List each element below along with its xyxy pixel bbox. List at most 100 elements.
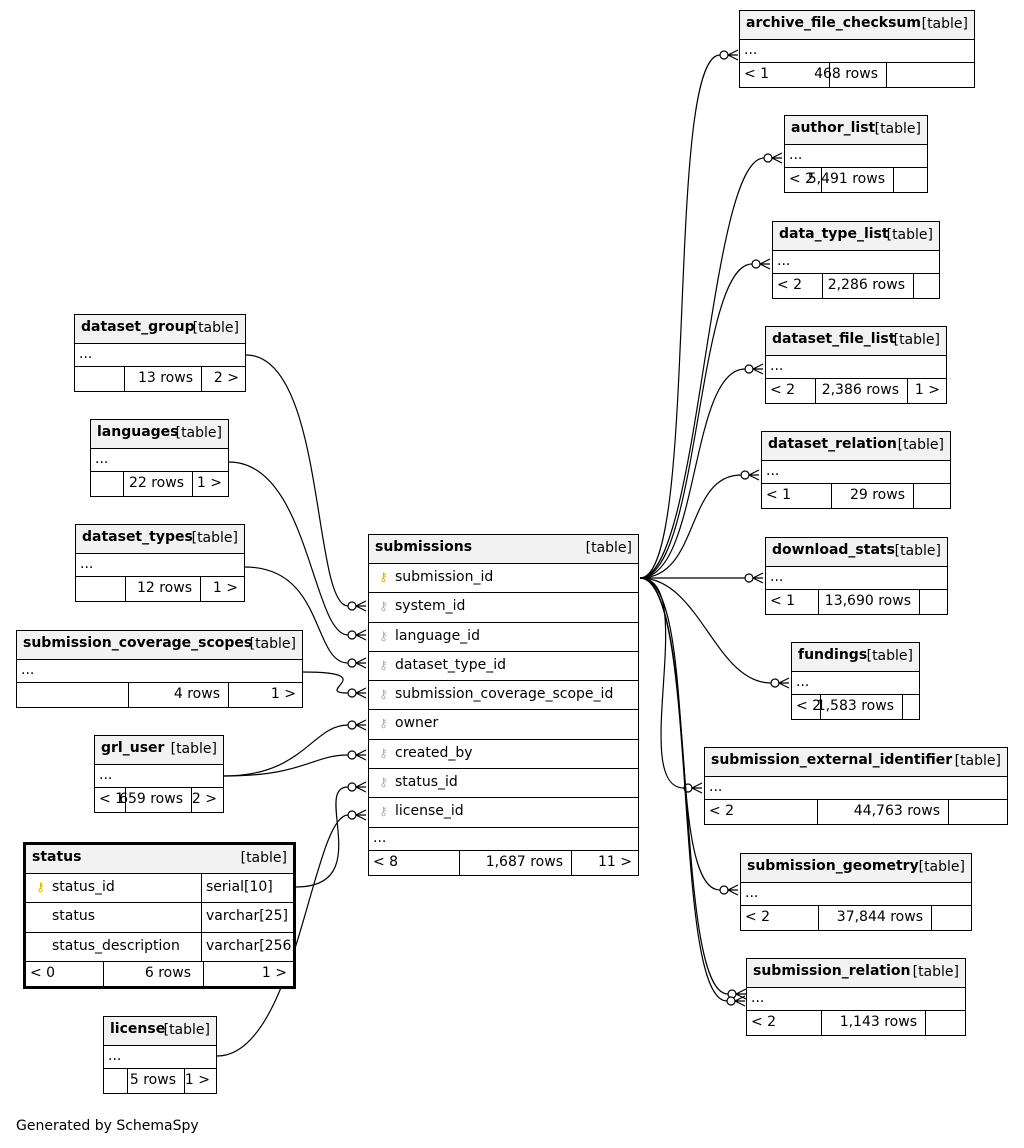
- divider: [913, 484, 914, 508]
- table-header: author_list[table]: [785, 116, 927, 145]
- parent-count: < 2: [751, 1014, 777, 1030]
- column-name: language_id: [395, 627, 480, 644]
- divider: [200, 577, 201, 601]
- edge-submission-geometry-many-marker: [727, 884, 739, 896]
- column-name: status_id: [52, 879, 115, 895]
- table-header: grl_user[table]: [95, 736, 223, 765]
- table-kind-label: [table]: [918, 859, 965, 875]
- child-count: 2 >: [213, 370, 239, 386]
- columns-ellipsis: ...: [766, 356, 946, 379]
- row-count: 2,386 rows: [821, 382, 899, 398]
- edge-license-many-marker: [355, 809, 367, 821]
- row-count: 44,763 rows: [853, 803, 940, 819]
- divider: [818, 590, 819, 614]
- edge-submission-relation-2-optional-marker: [726, 996, 736, 1006]
- ellipsis-text: ...: [744, 42, 758, 58]
- edge-dataset-file-list-optional-marker: [744, 364, 754, 374]
- columns-ellipsis: ...: [785, 145, 927, 168]
- ellipsis-text: ...: [770, 358, 784, 374]
- foreign-key-icon: ⚷: [379, 599, 388, 614]
- column-row[interactable]: ⚷license_id: [369, 798, 638, 828]
- table-kind-label: [table]: [897, 437, 944, 453]
- column-row[interactable]: ⚷owner: [369, 710, 638, 740]
- columns-ellipsis: ...: [740, 40, 974, 63]
- foreign-key-icon: ⚷: [379, 775, 388, 790]
- row-count: 2,286 rows: [827, 277, 905, 293]
- ellipsis-text: ...: [796, 674, 810, 690]
- divider: [203, 961, 204, 986]
- edge-submission-coverage-scopes-optional-marker: [347, 688, 357, 698]
- columns-ellipsis: ...: [762, 461, 950, 484]
- edge-download-stats-optional-marker: [744, 573, 754, 583]
- divider: [831, 484, 832, 508]
- column-name: system_id: [395, 598, 466, 615]
- columns-ellipsis: ...: [369, 828, 638, 851]
- table-submission-coverage-scopes[interactable]: submission_coverage_scopes[table]...4 ro…: [16, 630, 303, 708]
- column-row[interactable]: ⚷submission_id: [369, 564, 638, 594]
- table-submission-external-identifier[interactable]: submission_external_identifier[table]...…: [704, 747, 1008, 825]
- column-row[interactable]: ⚷language_id: [369, 623, 638, 652]
- column-row[interactable]: ⚷submission_coverage_scope_id: [369, 681, 638, 711]
- edge-author-list-many-marker: [771, 152, 783, 164]
- edge-submissions-to-archive-file-checksum: [639, 54, 721, 579]
- parent-count: < 2: [777, 277, 803, 293]
- divider: [127, 1069, 128, 1093]
- column-type: varchar[256]: [206, 937, 297, 954]
- edge-submission-relation-many-marker: [735, 988, 747, 1000]
- child-count: 2 >: [191, 791, 217, 807]
- row-count: 5,491 rows: [807, 171, 885, 187]
- divider: [829, 63, 830, 87]
- edge-submission-geometry-optional-marker: [719, 885, 729, 895]
- table-name: fundings: [798, 647, 868, 663]
- divider: [228, 683, 229, 707]
- divider: [201, 367, 202, 391]
- table-header: dataset_group[table]: [75, 315, 245, 344]
- table-name: submissions: [375, 539, 473, 555]
- edge-status-many-marker: [355, 781, 367, 793]
- divider: [201, 874, 202, 903]
- table-kind-label: [table]: [192, 320, 239, 336]
- table-submissions[interactable]: submissions[table]⚷submission_id⚷system_…: [368, 534, 639, 876]
- table-kind-label: [table]: [874, 121, 921, 137]
- divider: [192, 472, 193, 496]
- parent-count: < 2: [796, 698, 822, 714]
- table-header: archive_file_checksum[table]: [740, 11, 974, 40]
- divider: [184, 1069, 185, 1093]
- edge-archive-file-checksum-many-marker: [727, 49, 739, 61]
- ellipsis-text: ...: [108, 1048, 122, 1064]
- divider: [201, 903, 202, 932]
- column-row[interactable]: ⚷status_id: [369, 769, 638, 799]
- foreign-key-icon: ⚷: [379, 745, 388, 760]
- edge-grl-user-created-by-optional-marker: [347, 750, 357, 760]
- divider: [919, 590, 920, 614]
- parent-count: < 2: [745, 909, 771, 925]
- column-row[interactable]: ⚷ system_id: [369, 593, 638, 623]
- edge-dataset-group-many-marker: [355, 600, 367, 612]
- table-name: submission_relation: [753, 963, 911, 979]
- edge-languages-many-marker: [355, 629, 367, 641]
- column-name: created_by: [395, 744, 473, 761]
- column-row[interactable]: ⚷ created_by: [369, 740, 638, 770]
- column-name: submission_coverage_scope_id: [395, 686, 614, 703]
- column-row[interactable]: ⚷dataset_type_id: [369, 652, 638, 682]
- columns-ellipsis: ...: [76, 554, 244, 577]
